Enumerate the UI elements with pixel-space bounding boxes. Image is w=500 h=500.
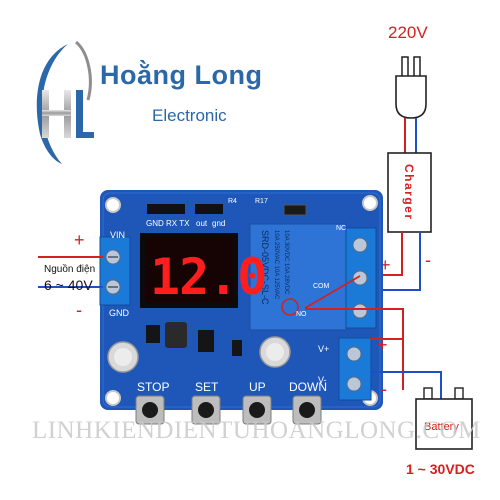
brand-name: Hoằng Long xyxy=(100,60,263,90)
charger-minus-label: - xyxy=(425,250,431,270)
charger-label: Charger xyxy=(402,164,416,221)
relay xyxy=(249,223,347,331)
output-minus-label: - xyxy=(381,379,387,399)
gnd-header-label: gnd xyxy=(212,219,225,228)
mains-voltage-label: 220V xyxy=(388,23,428,42)
battery-label: Battery xyxy=(424,421,459,433)
up-button-label: UP xyxy=(249,380,266,394)
input-terminal xyxy=(99,236,131,306)
input-label-line1: Nguồn điện xyxy=(44,263,95,275)
relay-rating-text-1: 10A 250VAC 10A 125VAC xyxy=(273,230,279,300)
input-plus-label: + xyxy=(74,230,85,250)
logo-emblem xyxy=(36,40,94,164)
display-value: 12.0 xyxy=(150,248,266,306)
battery-range-label: 1 ~ 30VDC xyxy=(406,461,475,477)
battery-icon xyxy=(415,387,473,450)
input-minus-label: - xyxy=(76,300,82,320)
relay-com-label: COM xyxy=(313,283,330,290)
charger-box xyxy=(387,152,432,233)
header-pins-label: GND RX TX xyxy=(146,219,190,228)
r4-label: R4 xyxy=(228,198,237,205)
out-label: out xyxy=(196,219,208,228)
down-button[interactable] xyxy=(292,395,322,425)
gnd-terminal-label: GND xyxy=(109,308,130,318)
set-button[interactable] xyxy=(191,395,221,425)
control-board xyxy=(99,190,383,410)
input-label-line2: 6 ~ 40V xyxy=(44,277,93,293)
vminus-label: V- xyxy=(318,375,327,385)
down-button-label: DOWN xyxy=(289,380,327,394)
mains-plug-icon xyxy=(395,56,427,119)
stop-button[interactable] xyxy=(135,395,165,425)
brand-subtitle: Electronic xyxy=(152,106,227,125)
vplus-label: V+ xyxy=(318,344,329,354)
relay-rating-text-2: 10A 30VDC 10A 28VDC xyxy=(283,230,289,295)
up-button[interactable] xyxy=(242,395,272,425)
watermark: LINHKIENDIENTUHOANGLONG.COM xyxy=(32,417,481,444)
r17-label: R17 xyxy=(255,198,268,205)
relay-model-text: SRD-05VDC-SL-C xyxy=(260,230,270,305)
nc-label: NC xyxy=(336,225,346,232)
relay-no-label: NO xyxy=(296,311,307,318)
stop-button-label: STOP xyxy=(137,380,169,394)
vin-label: VIN xyxy=(110,230,125,240)
charger-plus-label: + xyxy=(380,255,391,275)
output-plus-label: + xyxy=(377,335,388,355)
set-button-label: SET xyxy=(195,380,219,394)
